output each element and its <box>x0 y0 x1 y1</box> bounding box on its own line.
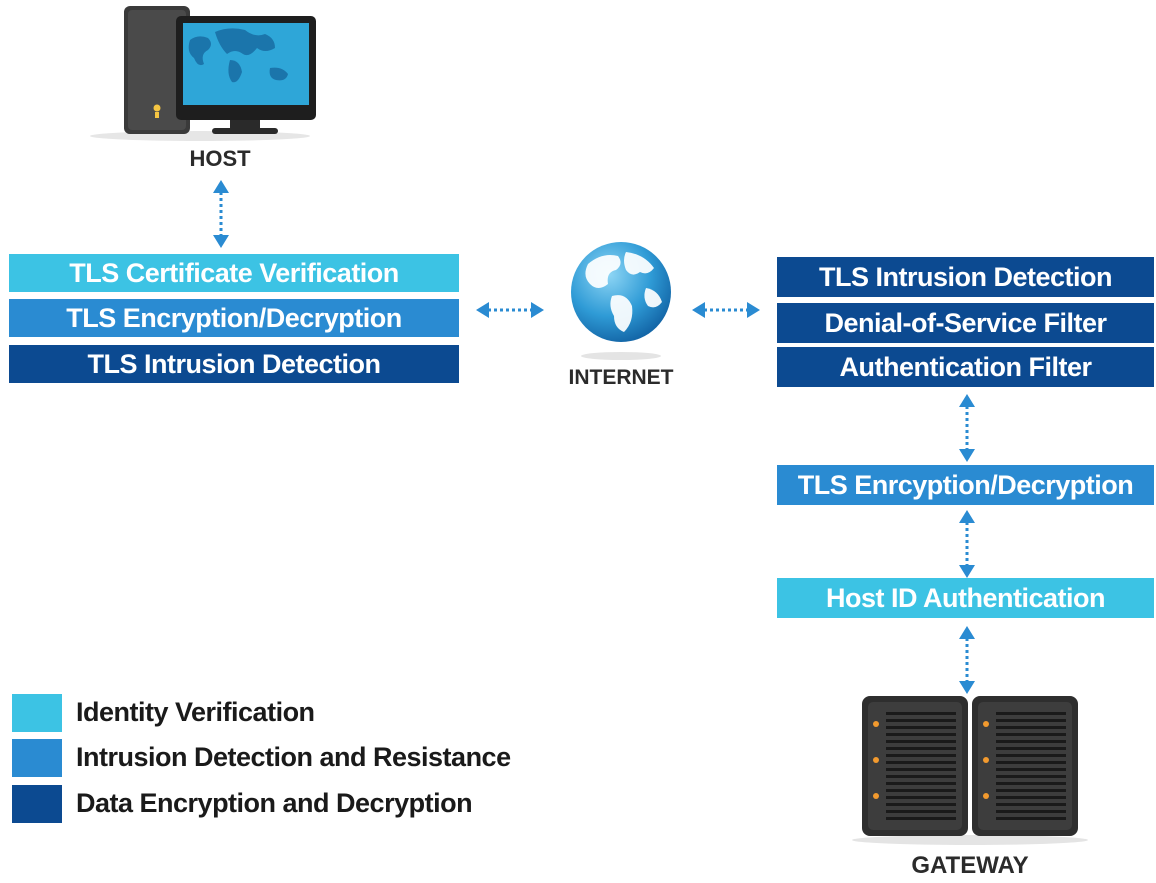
host-label: HOST <box>189 146 251 171</box>
legend-swatch-identity <box>12 694 62 732</box>
gateway-tls-intrusion-detection: TLS Intrusion Detection <box>777 257 1154 297</box>
gateway-encryption-arrow <box>959 510 975 578</box>
desktop-computer-icon <box>90 6 316 141</box>
gateway-tls-encryption-decryption: TLS Enrcyption/Decryption <box>777 465 1154 505</box>
host-tls-intrusion-detection: TLS Intrusion Detection <box>9 345 459 383</box>
internet-gateway-arrow <box>692 302 760 318</box>
gateway-auth-arrow <box>959 626 975 694</box>
host-tls-certificate-verification: TLS Certificate Verification <box>9 254 459 292</box>
host-link-arrow <box>213 180 229 248</box>
globe-icon <box>571 242 671 360</box>
gateway-host-id-authentication: Host ID Authentication <box>777 578 1154 618</box>
legend-label-identity: Identity Verification <box>76 697 315 727</box>
internet-label: INTERNET <box>568 366 674 389</box>
legend-swatch-intrusion <box>12 739 62 777</box>
gateway-denial-of-service-filter: Denial-of-Service Filter <box>777 303 1154 343</box>
gateway-stack-arrow <box>959 394 975 462</box>
legend-label-encryption: Data Encryption and Decryption <box>76 788 473 818</box>
gateway-label: GATEWAY <box>911 852 1029 879</box>
legend-swatch-encryption <box>12 785 62 823</box>
server-icon <box>852 696 1088 845</box>
host-tls-encryption-decryption: TLS Encryption/Decryption <box>9 299 459 337</box>
host-internet-arrow <box>476 302 544 318</box>
gateway-authentication-filter: Authentication Filter <box>777 347 1154 387</box>
legend-label-intrusion: Intrusion Detection and Resistance <box>76 742 511 772</box>
